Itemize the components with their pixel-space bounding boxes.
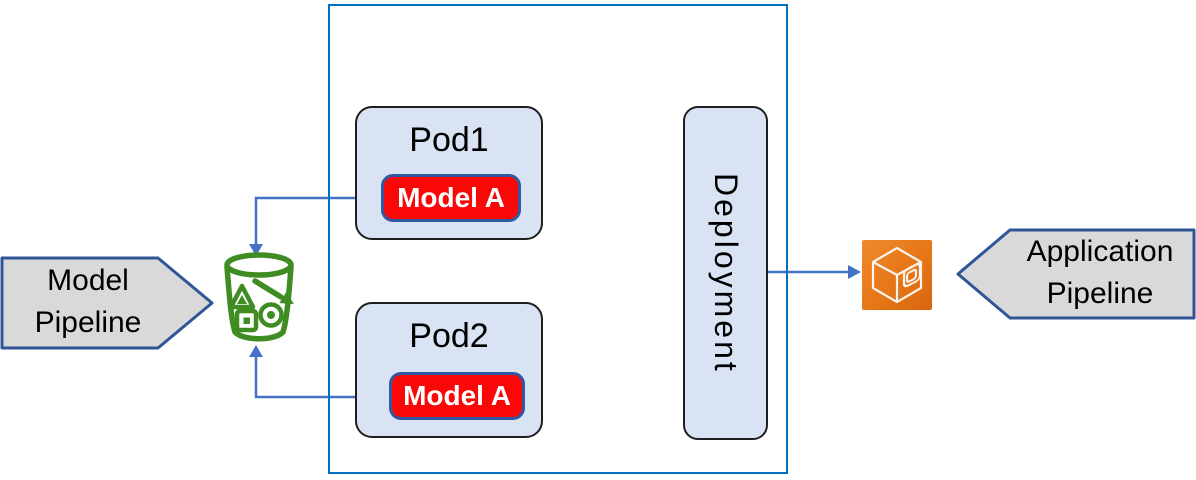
cluster-container <box>328 4 788 474</box>
pod2-model-label: Model A <box>403 380 511 411</box>
model-pipeline-shape <box>0 256 214 350</box>
application-pipeline-line2: Pipeline <box>1046 277 1154 310</box>
pod2-model-badge: Model A <box>389 372 525 420</box>
application-pipeline-line1: Application <box>1026 235 1174 268</box>
model-pipeline-line1: Model <box>47 264 129 297</box>
pod1-model-badge: Model A <box>381 174 521 222</box>
aws-container-cube-icon <box>862 240 932 310</box>
deployment-label: Deployment <box>708 172 744 374</box>
cube-glyph <box>871 246 923 304</box>
connector-pod2-to-bucket <box>254 356 391 399</box>
arrowhead-up-into-bucket <box>249 345 263 357</box>
model-pipeline-label: Model Pipeline <box>4 258 172 346</box>
s3-bucket-icon <box>224 252 294 342</box>
application-pipeline-shape <box>956 228 1196 320</box>
model-pipeline-line2: Pipeline <box>34 306 142 339</box>
pod1-model-label: Model A <box>397 182 505 213</box>
deployment-box: Deployment <box>683 106 768 440</box>
application-pipeline-label: Application Pipeline <box>1008 228 1192 318</box>
pod1-title: Pod1 <box>409 121 489 159</box>
pod2-title: Pod2 <box>409 317 489 355</box>
connector-pod1-to-bucket <box>254 196 383 245</box>
arrowhead-down-into-bucket <box>249 244 263 256</box>
arrowhead-to-icon <box>848 265 861 279</box>
